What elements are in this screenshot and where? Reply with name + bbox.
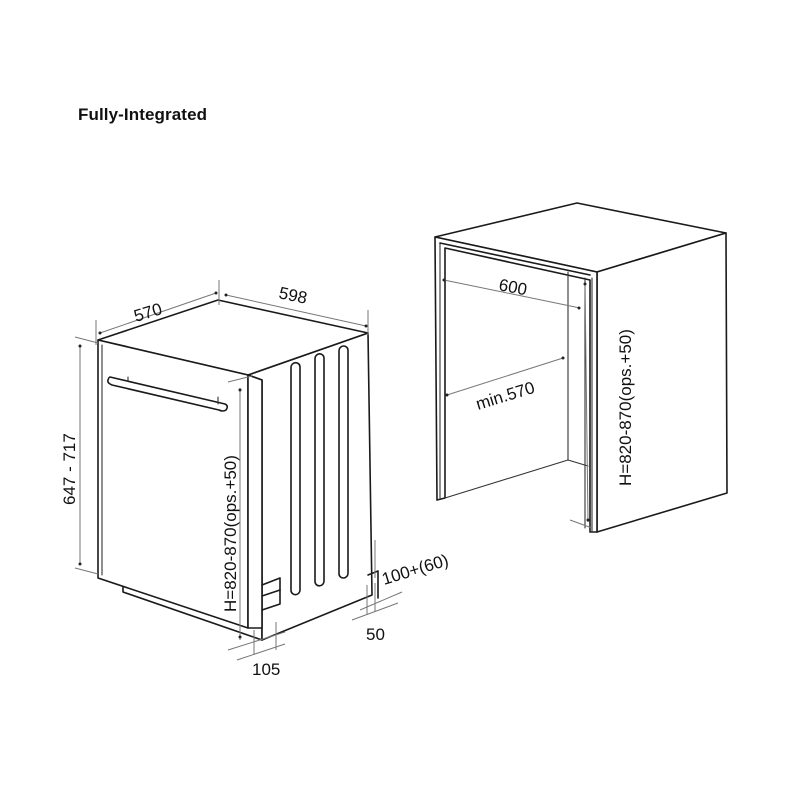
dim-plinth-depth-105: 105 <box>252 660 280 679</box>
dishwasher-drawing <box>97 299 379 641</box>
dim-plinth-height: 100+(60) <box>380 551 451 589</box>
diagram-title: Fully-Integrated <box>78 105 208 124</box>
door-edge <box>247 374 263 629</box>
dim-width-598: 598 <box>277 283 309 307</box>
dim-cabinet-width-600: 600 <box>497 275 528 299</box>
dim-niche-height-appliance: H=820-870(ops.+50) <box>221 455 240 612</box>
door-handle <box>107 376 229 412</box>
side-vents <box>290 345 349 596</box>
dim-door-height: 647 - 717 <box>60 433 79 505</box>
dim-rear-gap-50: 50 <box>366 625 385 644</box>
cabinet-drawing <box>434 202 728 533</box>
dim-cabinet-height: H=820-870(ops.+50) <box>616 329 635 486</box>
cabinet-back-panel <box>434 236 598 533</box>
